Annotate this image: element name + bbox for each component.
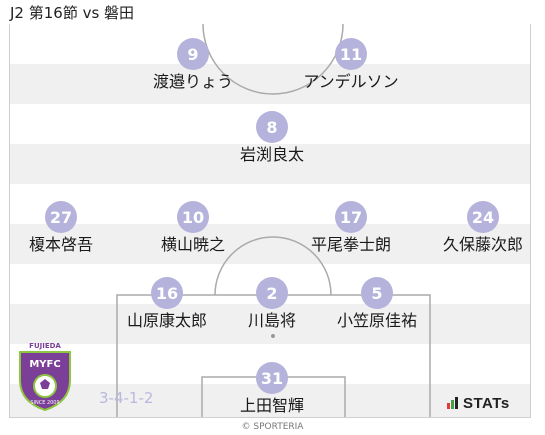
pitch-stripe	[10, 24, 530, 64]
player-mf-right-wing[interactable]: 24 久保藤次郎	[418, 201, 545, 256]
player-mf-left-center[interactable]: 10 横山暁之	[128, 201, 258, 256]
player-number-badge: 17	[335, 201, 367, 233]
pitch	[9, 24, 531, 418]
player-fw-right[interactable]: 11 アンデルソン	[286, 38, 416, 93]
player-name: 小笠原佳祐	[336, 311, 417, 330]
player-number-badge: 2	[256, 277, 288, 309]
player-number-badge: 5	[361, 277, 393, 309]
crest-ball-pattern	[40, 379, 50, 389]
player-number-badge: 9	[177, 38, 209, 70]
crest-letters: MYFC	[29, 359, 60, 370]
player-df-left[interactable]: 16 山原康太郎	[102, 277, 232, 332]
player-number-badge: 24	[467, 201, 499, 233]
player-name: 山原康太郎	[126, 311, 207, 330]
stats-bars-icon	[447, 397, 458, 409]
player-df-center[interactable]: 2 川島将	[207, 277, 337, 332]
player-mf-left-wing[interactable]: 27 榎本啓吾	[0, 201, 126, 256]
crest-since: SINCE 2009	[30, 400, 59, 406]
crest-club-name: FUJIEDA	[29, 342, 61, 350]
player-name: 榎本啓吾	[28, 235, 93, 254]
pitch-stripe	[10, 144, 530, 184]
player-name: 横山暁之	[160, 235, 225, 254]
penalty-arc	[214, 236, 332, 296]
pitch-stripe	[10, 224, 530, 264]
stats-logo: STATs	[447, 394, 510, 412]
player-name: 岩渕良太	[239, 145, 304, 164]
player-name: 久保藤次郎	[442, 235, 523, 254]
stats-bar	[455, 397, 458, 409]
stats-bar	[447, 403, 450, 409]
player-name: 川島将	[247, 311, 296, 330]
player-fw-left[interactable]: 9 渡邉りょう	[128, 38, 258, 93]
player-name: 渡邉りょう	[152, 72, 233, 91]
player-number-badge: 31	[256, 362, 288, 394]
player-number-badge: 10	[177, 201, 209, 233]
stats-bar	[451, 400, 454, 409]
player-name: 上田智輝	[239, 396, 304, 415]
player-name: アンデルソン	[303, 72, 399, 91]
pitch-stripe	[10, 184, 530, 224]
copyright-text: © SPORTERIA	[241, 422, 304, 432]
penalty-spot	[271, 334, 275, 338]
formation-label: 3-4-1-2	[99, 389, 154, 407]
player-df-right[interactable]: 5 小笠原佳祐	[312, 277, 442, 332]
pitch-stripe	[10, 64, 530, 104]
player-number-badge: 8	[256, 111, 288, 143]
stats-logo-text: STATs	[463, 394, 510, 412]
player-number-badge: 16	[151, 277, 183, 309]
player-number-badge: 27	[45, 201, 77, 233]
pitch-stripe	[10, 304, 530, 344]
club-crest-icon: FUJIEDA MYFC SINCE 2009	[19, 342, 71, 412]
player-goalkeeper[interactable]: 31 上田智輝	[207, 362, 337, 417]
player-am-center[interactable]: 8 岩渕良太	[207, 111, 337, 166]
player-number-badge: 11	[335, 38, 367, 70]
player-name: 平尾拳士朗	[310, 235, 391, 254]
player-mf-right-center[interactable]: 17 平尾拳士朗	[286, 201, 416, 256]
match-title: J2 第16節 vs 磐田	[10, 4, 135, 22]
